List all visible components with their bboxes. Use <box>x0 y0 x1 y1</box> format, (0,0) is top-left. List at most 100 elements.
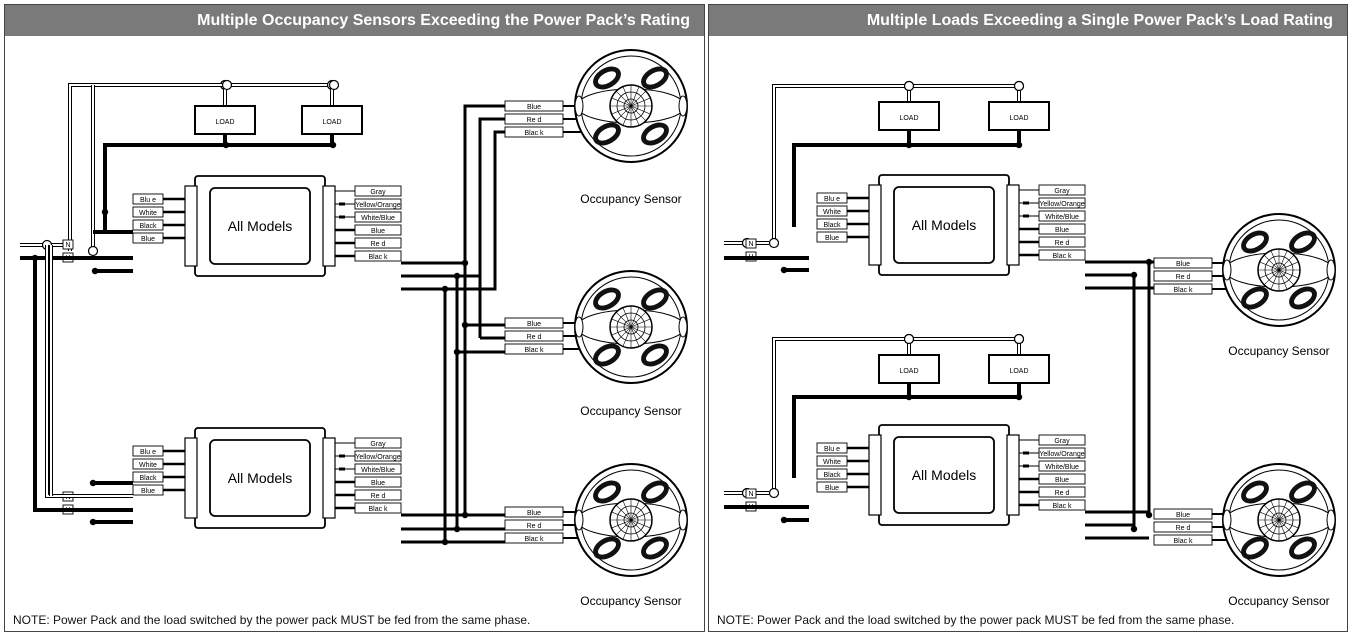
left-wire-label-0: Blu e <box>140 449 156 456</box>
right-wire-label-2-box <box>354 211 402 223</box>
right-wire-label-3: Blue <box>1055 477 1069 484</box>
sensor-lens-spoke <box>611 511 651 529</box>
left-wire-label-3-box <box>132 232 164 244</box>
right-wire-label-5: Blac k <box>368 506 388 513</box>
right-wire-label-2: White/Blue <box>1045 214 1079 221</box>
right-wire-label-2-box <box>354 463 402 475</box>
right-wire-label-4: Re d <box>1055 490 1070 497</box>
wire <box>792 395 1019 478</box>
right-wire-label-1-box <box>1038 197 1086 209</box>
right-wire-label-0-box <box>354 437 402 449</box>
right-wire-label-3-box <box>1038 473 1086 485</box>
left-wire-label-1-box <box>816 455 848 467</box>
right-wire-label-5: Blac k <box>1052 503 1072 510</box>
power-pack-label: All Models <box>912 467 977 483</box>
wire <box>1085 273 1136 529</box>
right-wire-label-0: Gray <box>370 441 386 448</box>
power-pack-left-tab <box>184 185 198 267</box>
left-wire-label-2-box <box>816 218 848 230</box>
power-pack-right-tab <box>1006 184 1020 266</box>
terminal-circle <box>328 79 340 91</box>
sensor-lens-spoke <box>611 318 651 336</box>
load-box <box>878 101 940 131</box>
right-wire-label-0-box <box>354 185 402 197</box>
sensor-pad-inner-1 <box>1293 485 1313 499</box>
sensor-pad-inner-1 <box>645 292 665 306</box>
left-wire-label-3-box <box>816 231 848 243</box>
left-wire-label-2: Black <box>139 223 157 230</box>
left-wire-label-3: Blue <box>141 488 155 495</box>
sensor-clip-right <box>1326 509 1336 531</box>
load-box <box>878 354 940 384</box>
terminal-circle <box>903 80 915 92</box>
junction-dot <box>1130 525 1138 533</box>
left-wire-label-1: White <box>139 210 157 217</box>
sensor-pad-inner-3 <box>645 541 665 555</box>
terminal-circle <box>1013 80 1025 92</box>
power-pack-face <box>209 187 311 265</box>
load-box <box>301 105 363 135</box>
right-wire-label-1: Yellow/Orange <box>355 454 400 461</box>
junction-dot <box>780 516 788 524</box>
sensor-pad-inner-2 <box>597 127 617 141</box>
power-pack-face <box>893 436 995 514</box>
sensor-label: Occupancy Sensor <box>1228 344 1329 358</box>
sensor-pad-inner-3 <box>1293 291 1313 305</box>
wire <box>792 143 1019 227</box>
junction-dot <box>222 141 230 149</box>
left-wire-label-0-box <box>132 445 164 457</box>
terminal-circle <box>768 487 780 499</box>
sensor-wire-label-1: Re d <box>527 334 542 341</box>
junction-dot <box>1015 141 1023 149</box>
occupancy-sensor <box>574 49 688 163</box>
load-box <box>988 354 1050 384</box>
sensor-clip-left <box>1222 259 1232 281</box>
sensor-wire-label-2: Blac k <box>1173 538 1193 545</box>
power-pack-right-tab <box>322 437 336 519</box>
right-wire-label-4: Re d <box>371 493 386 500</box>
neutral-wire-core <box>773 85 909 243</box>
right-wire-label-5: Blac k <box>368 254 388 261</box>
right-wire-label-4-box <box>1038 486 1086 498</box>
wire <box>103 143 333 212</box>
right-wire-label-1: Yellow/Orange <box>1039 201 1084 208</box>
sensor-wire-label-0: Blue <box>1176 512 1190 519</box>
sensor-pad-inner-1 <box>645 485 665 499</box>
right-wire-label-4-box <box>354 489 402 501</box>
power-pack-left-tab <box>868 434 882 516</box>
load-box <box>194 105 256 135</box>
terminal-circle <box>221 79 233 91</box>
sensor-wire-label-2: Blac k <box>1173 287 1193 294</box>
sensor-wire-label-1: Re d <box>527 523 542 530</box>
sensor-wire-label-1: Re d <box>1176 525 1191 532</box>
left-wire-label-0-box <box>816 192 848 204</box>
sensor-wire-label-0: Blue <box>527 321 541 328</box>
junction-dot <box>905 141 913 149</box>
right-wire-label-5-box <box>1038 249 1086 261</box>
panel-left-note: NOTE: Power Pack and the load switched b… <box>13 613 531 627</box>
wire <box>401 117 505 278</box>
junction-dot <box>461 321 469 329</box>
right-wire-label-1: Yellow/Orange <box>1039 451 1084 458</box>
left-wire-label-2: Black <box>823 222 841 229</box>
terminal-circle <box>87 245 99 257</box>
panel-left-title: Multiple Occupancy Sensors Exceeding the… <box>5 5 704 36</box>
right-wire-label-2-box <box>1038 210 1086 222</box>
panel-right-note: NOTE: Power Pack and the load switched b… <box>717 613 1235 627</box>
sensor-label: Occupancy Sensor <box>580 192 681 206</box>
power-pack-label: All Models <box>228 218 293 234</box>
right-wire-label-4-box <box>1038 236 1086 248</box>
left-wire-label-0: Blu e <box>824 196 840 203</box>
neutral-tag-2: N <box>748 491 753 498</box>
sensor-wire-label-0: Blue <box>1176 261 1190 268</box>
sensor-clip-left <box>574 95 584 117</box>
sensor-pad-inner-0 <box>597 292 617 306</box>
sensor-pad-inner-3 <box>645 127 665 141</box>
power-pack-label: All Models <box>228 470 293 486</box>
sensor-clip-right <box>678 95 688 117</box>
sensor-pad-inner-2 <box>597 348 617 362</box>
right-wire-label-3: Blue <box>371 480 385 487</box>
sensor-label: Occupancy Sensor <box>1228 594 1329 608</box>
left-wire-label-3: Blue <box>141 236 155 243</box>
